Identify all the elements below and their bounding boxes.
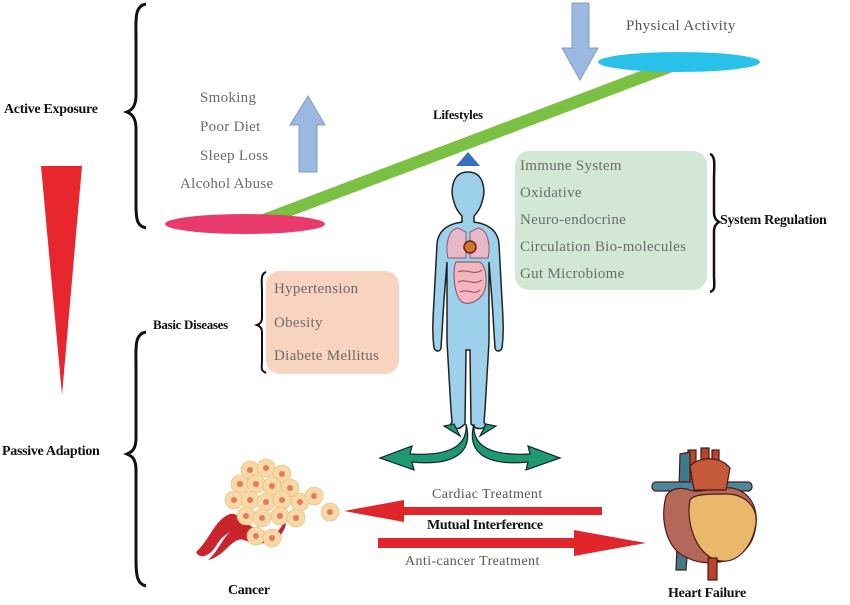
system-item: Circulation Bio-molecules: [520, 239, 687, 255]
anti-cancer-treatment-arrow: [378, 530, 646, 556]
risk-factor-item: Alcohol Abuse: [180, 176, 274, 192]
risk-factors-list: Smoking Poor Diet Sleep Loss Alcohol Abu…: [180, 90, 290, 200]
system-regulation-brace: [709, 152, 722, 294]
disease-item: Hypertension: [274, 281, 359, 297]
down-arrow-icon: [561, 2, 599, 82]
heart-illustration: [651, 447, 757, 581]
left-disc-risk: [165, 214, 325, 234]
heart-organ-icon: [463, 240, 477, 254]
system-item: Gut Microbiome: [520, 266, 625, 282]
intestines-icon: [453, 261, 487, 304]
mutual-interference-label: Mutual Interference: [427, 518, 543, 533]
seesaw-bar: [252, 62, 678, 226]
cardiac-treatment-arrow: [344, 500, 602, 522]
green-arrow-left-icon: [378, 423, 469, 471]
system-item: Neuro-endocrine: [520, 212, 627, 228]
basic-diseases-box: Hypertension Obesity Diabete Mellitus: [266, 271, 399, 374]
risk-factor-item: Smoking: [200, 90, 257, 106]
physical-activity-label: Physical Activity: [626, 18, 736, 34]
passive-adaption-label: Passive Adaption: [2, 444, 100, 459]
system-regulation-box: Immune System Oxidative Neuro-endocrine …: [515, 151, 707, 290]
risk-factor-item: Sleep Loss: [200, 148, 269, 164]
fulcrum-icon: [456, 152, 480, 166]
red-wedge-indicator: [41, 166, 82, 395]
green-arrow-right-icon: [471, 423, 562, 471]
heart-failure-label: Heart Failure: [668, 586, 746, 601]
right-disc-activity: [598, 52, 760, 72]
risk-factor-item: Poor Diet: [200, 119, 261, 135]
anti-cancer-treatment-label: Anti-cancer Treatment: [405, 554, 540, 569]
system-regulation-label: System Regulation: [720, 213, 827, 228]
basic-diseases-brace: [253, 271, 267, 374]
active-exposure-label: Active Exposure: [4, 102, 98, 117]
green-branch-arrows: [378, 423, 562, 471]
lungs-icon: [446, 227, 490, 259]
basic-diseases-label: Basic Diseases: [153, 317, 228, 332]
up-arrow-icon: [289, 95, 326, 173]
disease-item: Diabete Mellitus: [274, 348, 380, 364]
system-item: Oxidative: [520, 185, 582, 201]
lifestyles-label: Lifestyles: [433, 107, 483, 122]
disease-item: Obesity: [274, 315, 323, 331]
system-item: Immune System: [520, 158, 622, 174]
cardiac-treatment-label: Cardiac Treatment: [432, 487, 543, 502]
human-body-figure: [432, 171, 504, 430]
active-exposure-brace: [122, 2, 147, 230]
cancer-cells-illustration: [196, 458, 340, 560]
passive-adaption-brace: [122, 330, 147, 588]
cancer-label: Cancer: [228, 583, 270, 598]
